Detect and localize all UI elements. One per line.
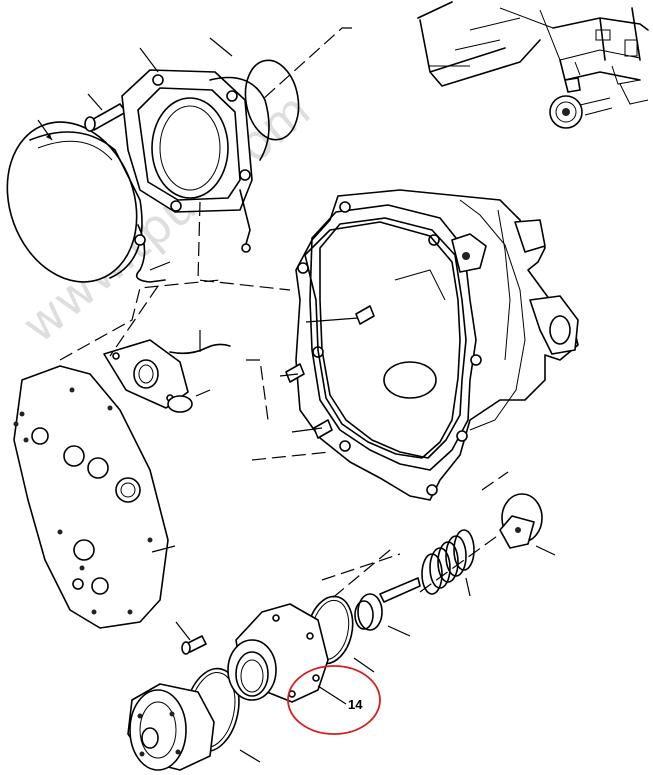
callout-number: 14	[348, 697, 363, 712]
bracket-housing	[121, 69, 270, 253]
callout-highlight-ring	[287, 665, 381, 735]
compression-spring	[421, 529, 475, 595]
alignment-lines	[59, 27, 509, 601]
spring-retainer	[499, 493, 543, 549]
vehicle-frame-assembly	[417, 1, 649, 129]
callout-14: 14	[287, 665, 381, 735]
mounting-bolt	[84, 103, 127, 132]
end-cap	[127, 683, 215, 771]
dowel-pins	[285, 305, 375, 439]
o-ring-top	[244, 59, 300, 141]
bearing-housing	[227, 603, 329, 703]
pulley-wheel	[549, 95, 583, 129]
main-gearbox-housing	[295, 189, 579, 501]
housing-gasket	[304, 221, 461, 459]
bearing-bolt	[181, 635, 207, 655]
sensor-bracket	[103, 339, 231, 413]
end-cover-disc	[6, 121, 143, 283]
plunger-valve	[354, 577, 421, 631]
gear-cover-plate	[13, 365, 169, 629]
